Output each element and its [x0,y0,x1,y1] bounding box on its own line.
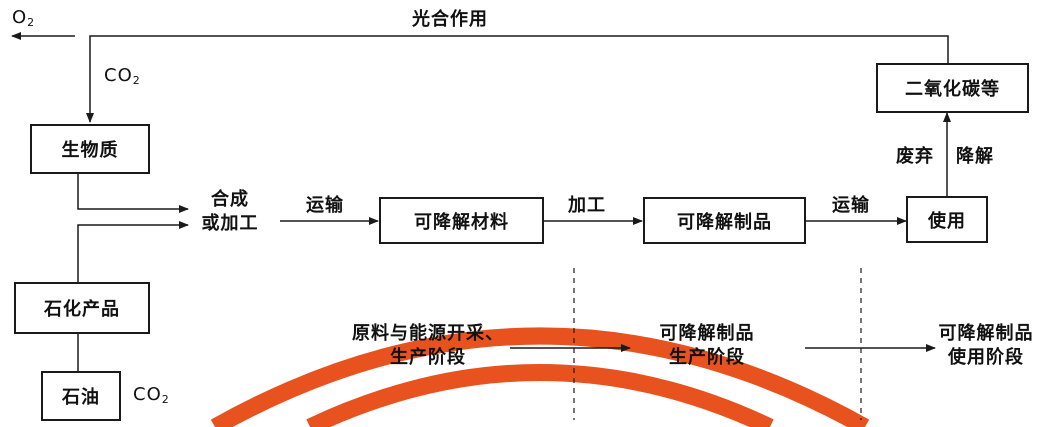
petrochem-box: 石化产品 [14,282,150,334]
stage1-label: 原料与能源开采、 生产阶段 [352,323,504,368]
processing-label: 加工 [568,195,606,216]
co2etc-box: 二氧化碳等 [876,63,1029,113]
transport1-label: 运输 [306,195,344,216]
synthesis-label: 合成 或加工 [201,189,259,234]
discard-label: 废弃 [896,146,934,167]
outer-arc [210,327,870,427]
co2-bottom-label: CO2 [133,384,170,406]
biomass-to-synthesis-arrow [77,173,189,213]
transport2-label: 运输 [832,195,870,216]
photosynthesis-label: 光合作用 [412,9,488,30]
stage2-label: 可降解制品 生产阶段 [659,323,755,368]
material-box: 可降解材料 [379,197,544,244]
biomass-box: 生物质 [30,124,150,174]
o2-label: O2 [12,7,36,29]
photosynthesis-loop [86,35,949,123]
stage3-label: 可降解制品 使用阶段 [938,323,1034,368]
co2-top-label: CO2 [104,65,141,87]
product-box: 可降解制品 [643,197,806,244]
petrochem-to-synthesis-arrow [77,221,189,283]
inner-arc [306,364,774,427]
degrade-label: 降解 [956,146,994,167]
oil-box: 石油 [41,371,121,421]
use-box: 使用 [906,196,988,243]
